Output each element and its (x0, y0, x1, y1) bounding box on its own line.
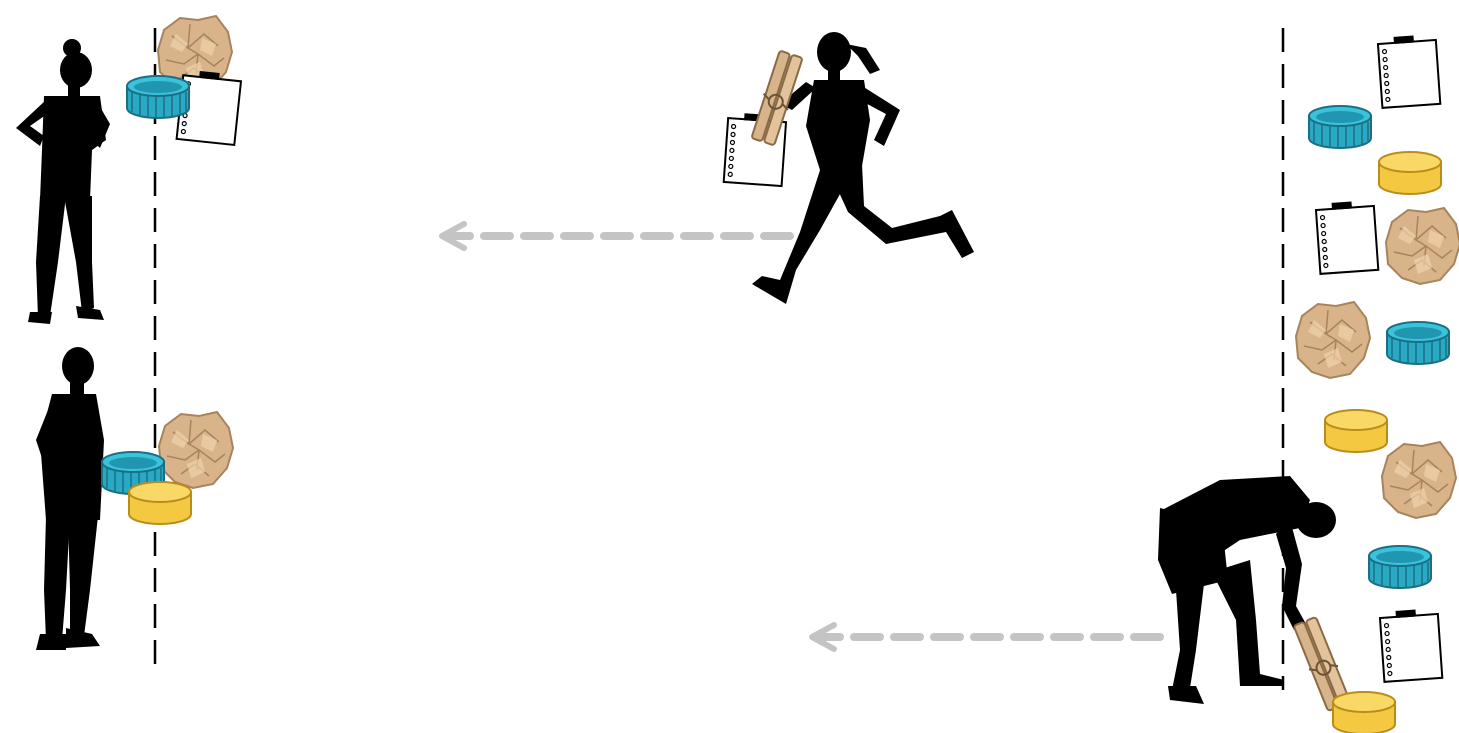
arrow-left-top (442, 224, 790, 248)
yellow-cap-icon (1333, 692, 1395, 733)
arrow-left-bottom (812, 625, 1160, 649)
paper-ball-icon (159, 412, 233, 488)
note-icon (1380, 608, 1443, 682)
standing-woman-silhouette (16, 39, 110, 324)
yellow-cap-icon (1325, 410, 1387, 452)
paper-ball-icon (1296, 302, 1370, 378)
paper-ball-icon (1382, 442, 1456, 518)
note-icon (1316, 200, 1379, 274)
standing-man-silhouette (36, 347, 104, 650)
teal-cap-icon (1387, 322, 1449, 364)
yellow-cap-icon (129, 482, 191, 524)
paper-ball-icon (1386, 208, 1459, 284)
teal-cap-icon (1369, 546, 1431, 588)
yellow-cap-icon (1379, 152, 1441, 194)
teal-cap-icon (1309, 106, 1371, 148)
teal-cap-icon (127, 76, 189, 118)
note-icon (1378, 34, 1441, 108)
